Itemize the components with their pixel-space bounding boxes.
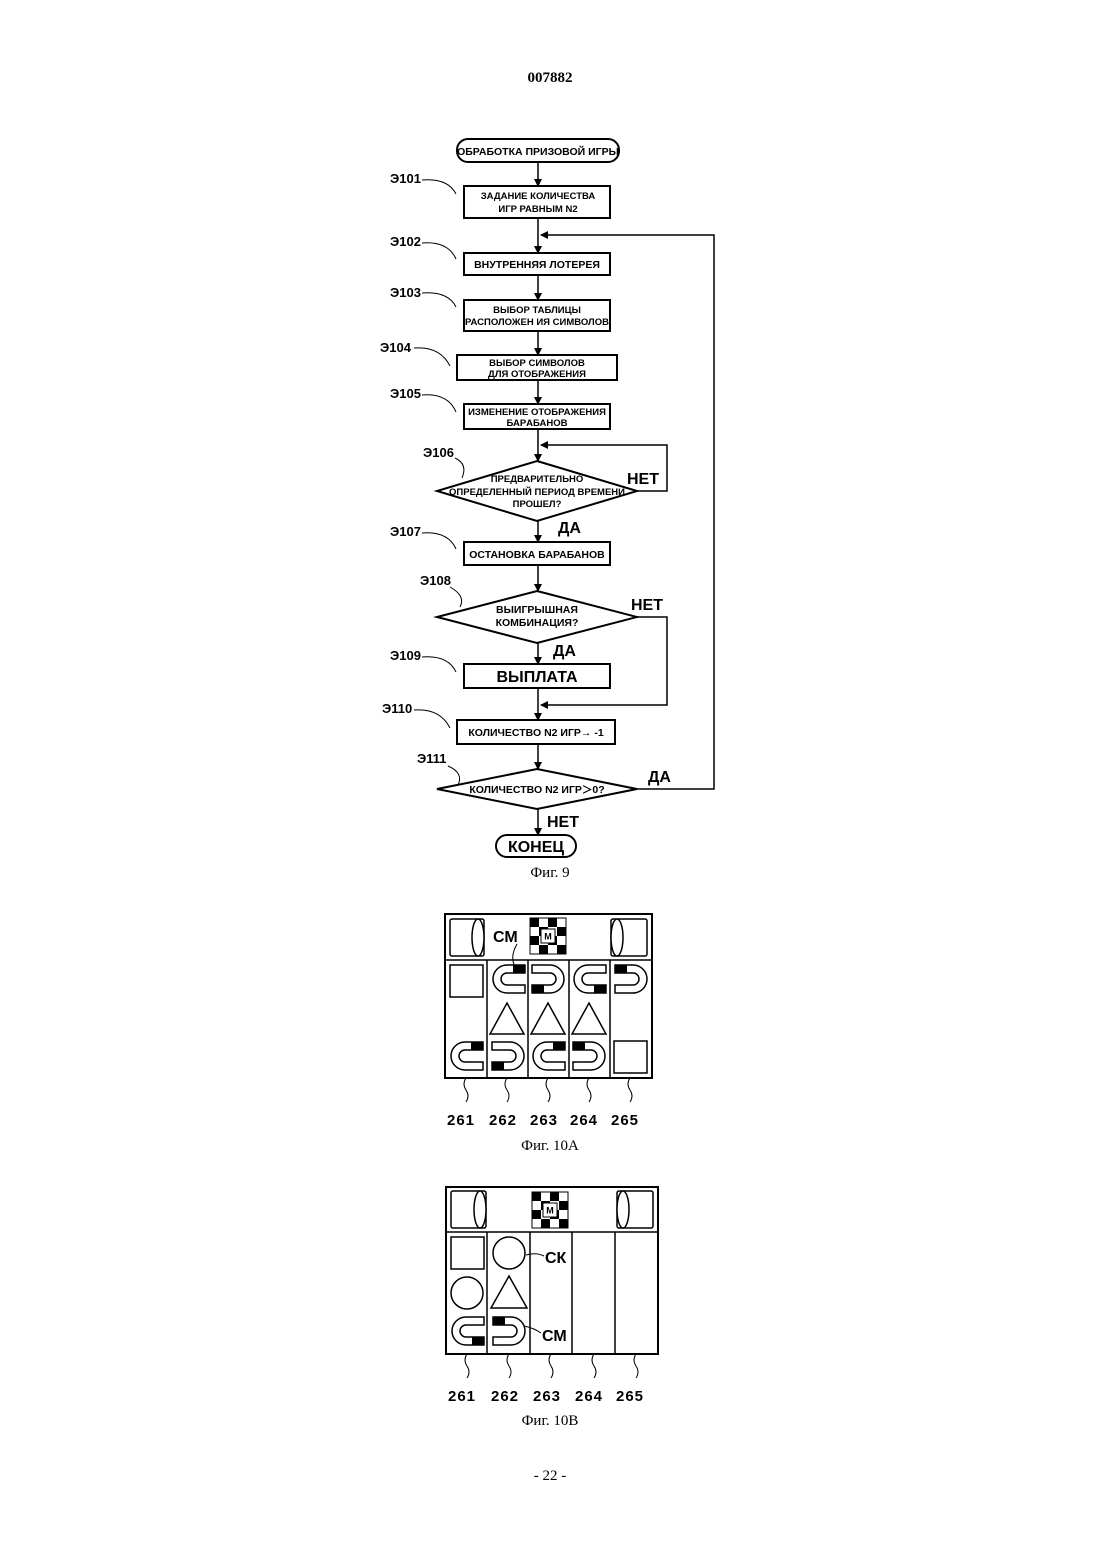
- end-terminal-label: КОНЕЦ: [508, 839, 564, 856]
- step-e103-line2: РАСПОЛОЖЕН ИЯ СИМВОЛОВ: [465, 317, 609, 328]
- e111-yes-label: ДА: [648, 769, 671, 786]
- reel-panel-fig10a: СМ М: [445, 914, 652, 1154]
- step-e101-line1: ЗАДАНИЕ КОЛИЧЕСТВА: [481, 191, 596, 202]
- step-e105-id: Э105: [390, 386, 421, 401]
- reel-panel-fig10b: М СК СМ 261 262 263 264 265 Фиг. 10В: [446, 1187, 658, 1429]
- cylinder-icon: [451, 1191, 486, 1228]
- square-symbol-icon: [450, 965, 483, 997]
- reel-number: 263: [530, 1112, 558, 1129]
- square-symbol-icon: [451, 1237, 484, 1269]
- fig9-caption: Фиг. 9: [530, 865, 569, 881]
- e108-no-label: НЕТ: [631, 597, 663, 614]
- step-e103-id: Э103: [390, 285, 421, 300]
- cylinder-icon: [450, 919, 484, 956]
- step-e105-line1: ИЗМЕНЕНИE ОТОБРАЖЕНИЯ: [468, 407, 606, 418]
- step-e103-line1: ВЫБОР ТАБЛИЦЫ: [493, 305, 581, 316]
- reel-number: 265: [616, 1388, 644, 1405]
- reel-number: 264: [575, 1388, 603, 1405]
- page-number: - 22 -: [534, 1468, 567, 1484]
- reel-number: 263: [533, 1388, 561, 1405]
- decision-e108-line1: ВЫИГРЫШНАЯ: [496, 604, 578, 616]
- step-e104-id: Э104: [380, 340, 412, 355]
- step-e106-id: Э106: [423, 445, 454, 460]
- decision-e111-label: КОЛИЧЕСТВО N2 ИГР＞0?: [469, 784, 604, 796]
- circle-symbol-icon: [451, 1277, 483, 1309]
- step-e107-id: Э107: [390, 524, 421, 539]
- e108-yes-label: ДА: [553, 643, 576, 660]
- e111-no-label: НЕТ: [547, 814, 579, 831]
- label-ck: СК: [545, 1250, 567, 1267]
- step-e104-line1: ВЫБОР СИМВОЛОВ: [489, 358, 585, 369]
- step-e107-label: ОСТАНОВКА БАРАБАНОВ: [469, 549, 605, 561]
- decision-e106-line3: ПРОШЕЛ?: [513, 499, 562, 510]
- checkered-m-icon: М: [532, 1192, 568, 1228]
- step-e108-id: Э108: [420, 573, 451, 588]
- fig10a-caption: Фиг. 10А: [521, 1138, 579, 1154]
- e106-no-label: НЕТ: [627, 471, 659, 488]
- step-e109-id: Э109: [390, 648, 421, 663]
- reel-number: 265: [611, 1112, 639, 1129]
- reel-number: 262: [491, 1388, 519, 1405]
- label-cm: СМ: [493, 929, 518, 946]
- document-number: 007882: [528, 70, 573, 86]
- cylinder-icon: [617, 1191, 653, 1228]
- reel-number: 262: [489, 1112, 517, 1129]
- step-e110-id: Э110: [382, 701, 412, 716]
- step-e102-label: ВНУТРЕННЯЯ ЛОТЕРЕЯ: [474, 259, 600, 271]
- flowchart-fig9: ОБРАБОТКА ПРИЗОВОЙ ИГРЫ ЗАДАНИЕ КОЛИЧЕСТ…: [380, 139, 714, 881]
- step-e104-line2: ДЛЯ ОТОБРАЖЕНИЯ: [488, 369, 586, 380]
- step-e101-line2: ИГР РАВНЫМ N2: [498, 204, 577, 215]
- checkered-m-icon: М: [530, 918, 566, 954]
- decision-e108-line2: КОМБИНАЦИЯ?: [496, 617, 579, 629]
- square-symbol-icon: [614, 1041, 647, 1073]
- reel-number: 261: [447, 1112, 475, 1129]
- cylinder-icon: [611, 919, 647, 956]
- reel-number: 261: [448, 1388, 476, 1405]
- reel-number: 264: [570, 1112, 598, 1129]
- label-cm: СМ: [542, 1328, 567, 1345]
- e106-yes-label: ДА: [558, 520, 581, 537]
- start-terminal-label: ОБРАБОТКА ПРИЗОВОЙ ИГРЫ: [457, 145, 619, 158]
- svg-text:М: М: [544, 932, 552, 942]
- step-e102-id: Э102: [390, 234, 421, 249]
- decision-e106-line2: ОПРЕДЕЛЕННЫЙ ПЕРИОД ВРЕМЕНИ: [449, 486, 625, 498]
- circle-symbol-icon: [493, 1237, 525, 1269]
- svg-text:М: М: [546, 1206, 554, 1216]
- step-e105-line2: БАРAБАНОВ: [507, 418, 568, 429]
- step-e111-id: Э111: [417, 751, 447, 766]
- decision-e106-line1: ПРЕДВАРИТЕЛЬНО: [491, 474, 584, 485]
- step-e109-label: ВЫПЛАТА: [496, 669, 577, 686]
- fig10b-caption: Фиг. 10В: [522, 1413, 579, 1429]
- step-e101-id: Э101: [390, 171, 421, 186]
- step-e110-label: КОЛИЧЕСТВО N2 ИГР→ -1: [468, 727, 604, 739]
